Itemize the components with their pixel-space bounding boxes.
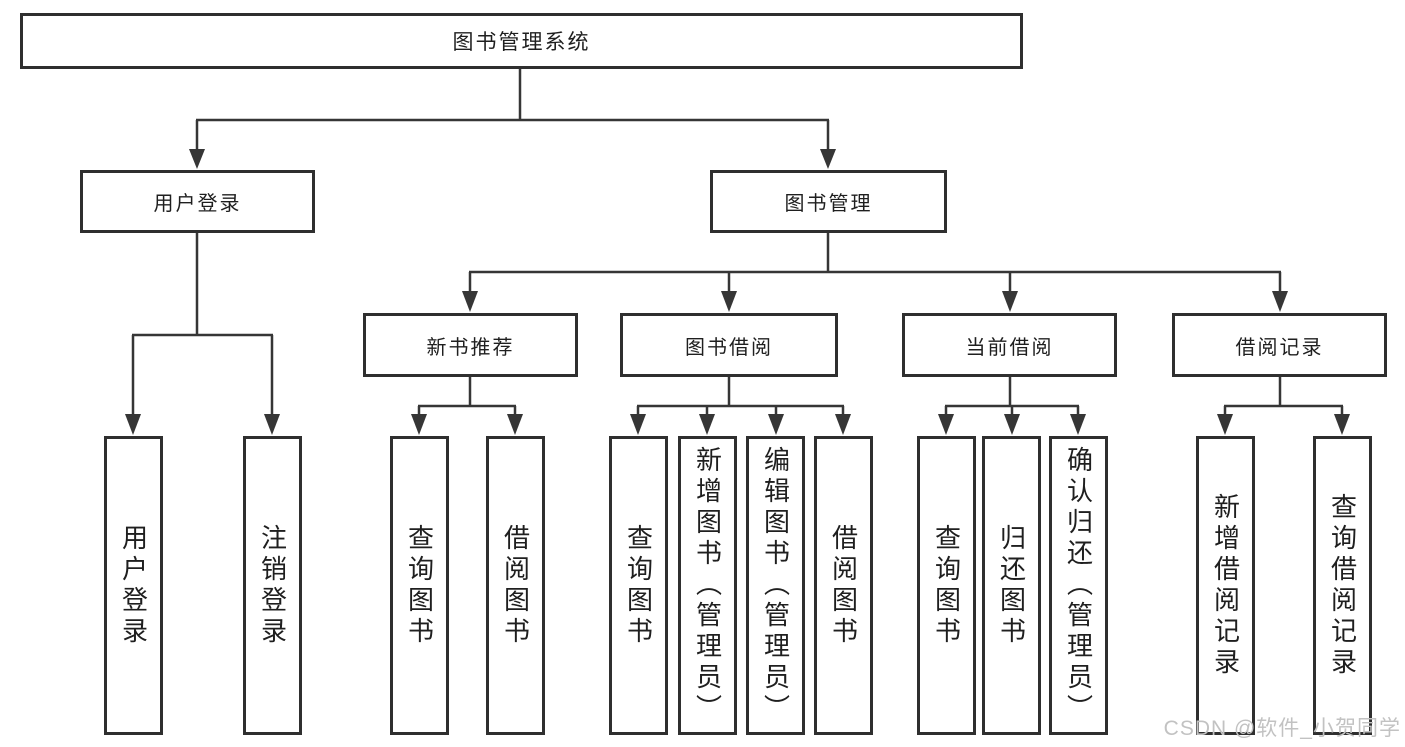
connector-current-borrow-to-leaves: [938, 377, 1086, 435]
node-library-system: 图书管理系统: [20, 13, 1023, 69]
leaf-return-books-label: 归还图书: [996, 523, 1027, 648]
leaf-logout-label: 注销登录: [257, 523, 288, 648]
node-book-management-label: 图书管理: [784, 193, 873, 215]
leaf-borrow-query-books-label: 查询图书: [623, 523, 654, 648]
leaf-current-query-books: 查询图书: [917, 436, 976, 735]
leaf-user-login: 用户登录: [104, 436, 163, 735]
leaf-user-login-label: 用户登录: [118, 523, 149, 648]
connector-book-management-to-level3: [462, 233, 1288, 312]
node-user-login: 用户登录: [80, 170, 315, 233]
leaf-edit-book-admin-label: 编辑图书（管理员）: [760, 446, 791, 725]
leaf-newbook-query-books-label: 查询图书: [404, 523, 435, 648]
node-borrow-records: 借阅记录: [1172, 313, 1387, 377]
leaf-logout: 注销登录: [243, 436, 302, 735]
leaf-add-borrow-record: 新增借阅记录: [1196, 436, 1255, 735]
node-new-book-recommend: 新书推荐: [363, 313, 578, 377]
leaf-edit-book-admin: 编辑图书（管理员）: [746, 436, 805, 735]
node-current-borrow: 当前借阅: [902, 313, 1117, 377]
node-book-borrow-label: 图书借阅: [685, 336, 773, 359]
leaf-newbook-query-books: 查询图书: [390, 436, 449, 735]
leaf-query-borrow-record-label: 查询借阅记录: [1327, 492, 1358, 679]
node-current-borrow-label: 当前借阅: [965, 336, 1054, 359]
leaf-current-query-books-label: 查询图书: [931, 523, 962, 648]
leaf-newbook-borrow-books-label: 借阅图书: [500, 523, 531, 648]
node-new-book-recommend-label: 新书推荐: [426, 336, 515, 359]
leaf-add-borrow-record-label: 新增借阅记录: [1210, 492, 1241, 679]
csdn-watermark: CSDN @软件_小贺同学: [1163, 717, 1401, 740]
leaf-newbook-borrow-books: 借阅图书: [486, 436, 545, 735]
leaf-return-books: 归还图书: [982, 436, 1041, 735]
node-book-management: 图书管理: [710, 170, 947, 233]
node-book-borrow: 图书借阅: [620, 313, 838, 377]
connector-new-book-to-leaves: [411, 377, 523, 435]
connector-borrow-records-to-leaves: [1217, 377, 1350, 435]
leaf-confirm-return-admin-label: 确认归还（管理员）: [1063, 446, 1094, 725]
leaf-add-book-admin-label: 新增图书（管理员）: [692, 446, 723, 725]
node-borrow-records-label: 借阅记录: [1235, 336, 1324, 359]
leaf-confirm-return-admin: 确认归还（管理员）: [1049, 436, 1108, 735]
node-library-system-label: 图书管理系统: [452, 31, 591, 54]
leaf-add-book-admin: 新增图书（管理员）: [678, 436, 737, 735]
leaf-borrow-books: 借阅图书: [814, 436, 873, 735]
connector-book-borrow-to-leaves: [630, 377, 851, 435]
leaf-query-borrow-record: 查询借阅记录: [1313, 436, 1372, 735]
leaf-borrow-query-books: 查询图书: [609, 436, 668, 735]
leaf-borrow-books-label: 借阅图书: [828, 523, 859, 648]
connector-user-login-to-leaves: [125, 233, 280, 435]
connector-root-to-level2: [189, 69, 836, 169]
node-user-login-label: 用户登录: [153, 193, 242, 215]
